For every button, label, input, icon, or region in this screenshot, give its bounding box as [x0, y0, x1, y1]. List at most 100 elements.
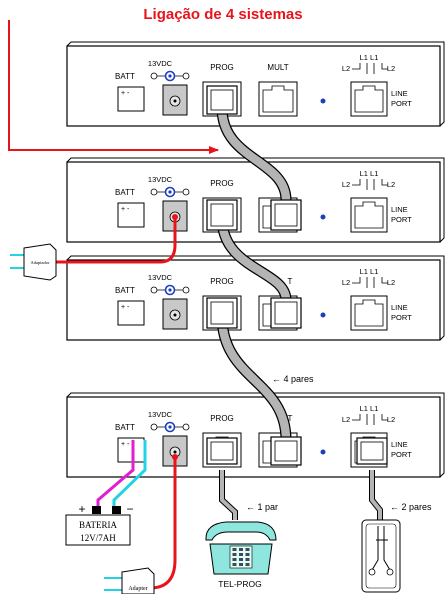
wall-socket-wires: [371, 526, 391, 571]
batt-label: BATT: [115, 286, 135, 295]
jack-pos: [182, 423, 190, 431]
diagram-title: Ligação de 4 sistemas: [143, 6, 303, 23]
adapter-2-tip: [172, 454, 178, 460]
line-port-label-2: PORT: [391, 215, 412, 224]
line-bridge: [352, 63, 388, 74]
jack-dot: [168, 425, 172, 429]
line-port-label-2: PORT: [391, 313, 412, 322]
prog-label: PROG: [210, 179, 234, 188]
plug-u2-prog-inner: [210, 203, 234, 227]
voltage-label: 13VDC: [148, 59, 173, 68]
battery-label-2: 12V/7AH: [80, 533, 116, 543]
ribbon-1: [217, 107, 291, 218]
voltage-label: 13VDC: [148, 273, 173, 282]
phone-key: [232, 558, 237, 561]
dc-jack-pin: [173, 450, 177, 454]
line-left-label: L2: [342, 415, 350, 424]
battery-box: [65, 514, 131, 546]
jack-neg: [150, 188, 158, 196]
unit-bevel: [66, 255, 445, 341]
line-port: [350, 295, 388, 331]
plug-u4-mult-inner: [274, 440, 298, 462]
jack-neg: [150, 423, 158, 431]
plug-u2-mult-inner: [274, 203, 298, 227]
four-pairs-label: ← 4 pares: [272, 374, 314, 384]
wall-socket-screw-b: [386, 568, 394, 576]
status-led: [320, 449, 326, 455]
line-port-socket: [354, 85, 384, 113]
wall-socket-screw-a: [368, 568, 376, 576]
phone-key: [245, 548, 250, 551]
dc-jack-pin: [173, 313, 177, 317]
plug-u4-mult: [270, 436, 302, 466]
mult-port: [258, 81, 298, 117]
plug-u2-mult: [270, 199, 302, 231]
line-port-socket: [354, 299, 384, 327]
line-right-label: L2: [387, 180, 395, 189]
line-port-label-1: LINE: [391, 89, 408, 98]
line-top-label: L1 L1: [360, 404, 379, 413]
unit-bevel: [66, 157, 445, 243]
battery-terminal-negative: [112, 506, 121, 514]
line-right-label: L2: [387, 278, 395, 287]
plug-u3-mult: [270, 297, 302, 329]
voltage-label: 13VDC: [148, 410, 173, 419]
phone-key: [245, 558, 250, 561]
battery-plus-sign: +: [78, 502, 85, 516]
line-right-label: L2: [387, 415, 395, 424]
jack-pos: [182, 188, 190, 196]
batt-polarity: + -: [121, 90, 130, 97]
plug-u4-prog-inner: [210, 441, 234, 461]
batt-terminal: [117, 202, 145, 228]
line-port-label-2: PORT: [391, 450, 412, 459]
plug-u1-prog: [206, 85, 238, 115]
jack-pos: [182, 72, 190, 80]
phone-key: [239, 548, 243, 551]
phone-key: [245, 563, 250, 566]
jack-pos: [182, 286, 190, 294]
line-bridge: [352, 414, 388, 425]
battery-terminal-positive: [92, 506, 101, 514]
line-left-label: L2: [342, 64, 350, 73]
wall-socket-plate: [361, 519, 401, 593]
status-led: [320, 98, 326, 104]
line-right-label: L2: [387, 64, 395, 73]
batt-terminal: [117, 86, 145, 112]
phone-key: [232, 563, 237, 566]
battery-label-1: BATERIA: [79, 520, 118, 530]
batt-polarity: + -: [121, 441, 130, 448]
voltage-label: 13VDC: [148, 175, 173, 184]
status-led: [320, 312, 326, 318]
phone-key: [232, 553, 237, 556]
line-port: [350, 81, 388, 117]
one-pair-label: ← 1 par: [246, 502, 278, 512]
batt-polarity: + -: [121, 206, 130, 213]
line-port-socket: [354, 201, 384, 229]
line-top-label: L1 L1: [360, 267, 379, 276]
plug-u3-prog-inner: [210, 301, 234, 325]
tel-prog-label: TEL-PROG: [218, 579, 261, 589]
batt-label: BATT: [115, 423, 135, 432]
wall-socket: [361, 519, 401, 593]
adapter-2: Adapter: [104, 567, 155, 594]
adapter-2-body: [121, 567, 155, 594]
line-port: [350, 197, 388, 233]
line-bridge: [352, 277, 388, 288]
jack-neg: [150, 286, 158, 294]
batt-label: BATT: [115, 188, 135, 197]
phone-handset: [205, 521, 277, 541]
line-left-label: L2: [342, 278, 350, 287]
phone-key: [245, 553, 250, 556]
adapter-1-label: Adaptador: [31, 260, 50, 265]
mult-label: T: [288, 414, 293, 423]
telephone: [205, 521, 277, 575]
line-top-label: L1 L1: [360, 53, 379, 62]
two-pairs-label: ← 2 pares: [390, 502, 432, 512]
jack-dot: [168, 288, 172, 292]
plug-u3-mult-inner: [274, 301, 298, 325]
phone-key: [239, 558, 243, 561]
phone-cable: [220, 470, 237, 520]
